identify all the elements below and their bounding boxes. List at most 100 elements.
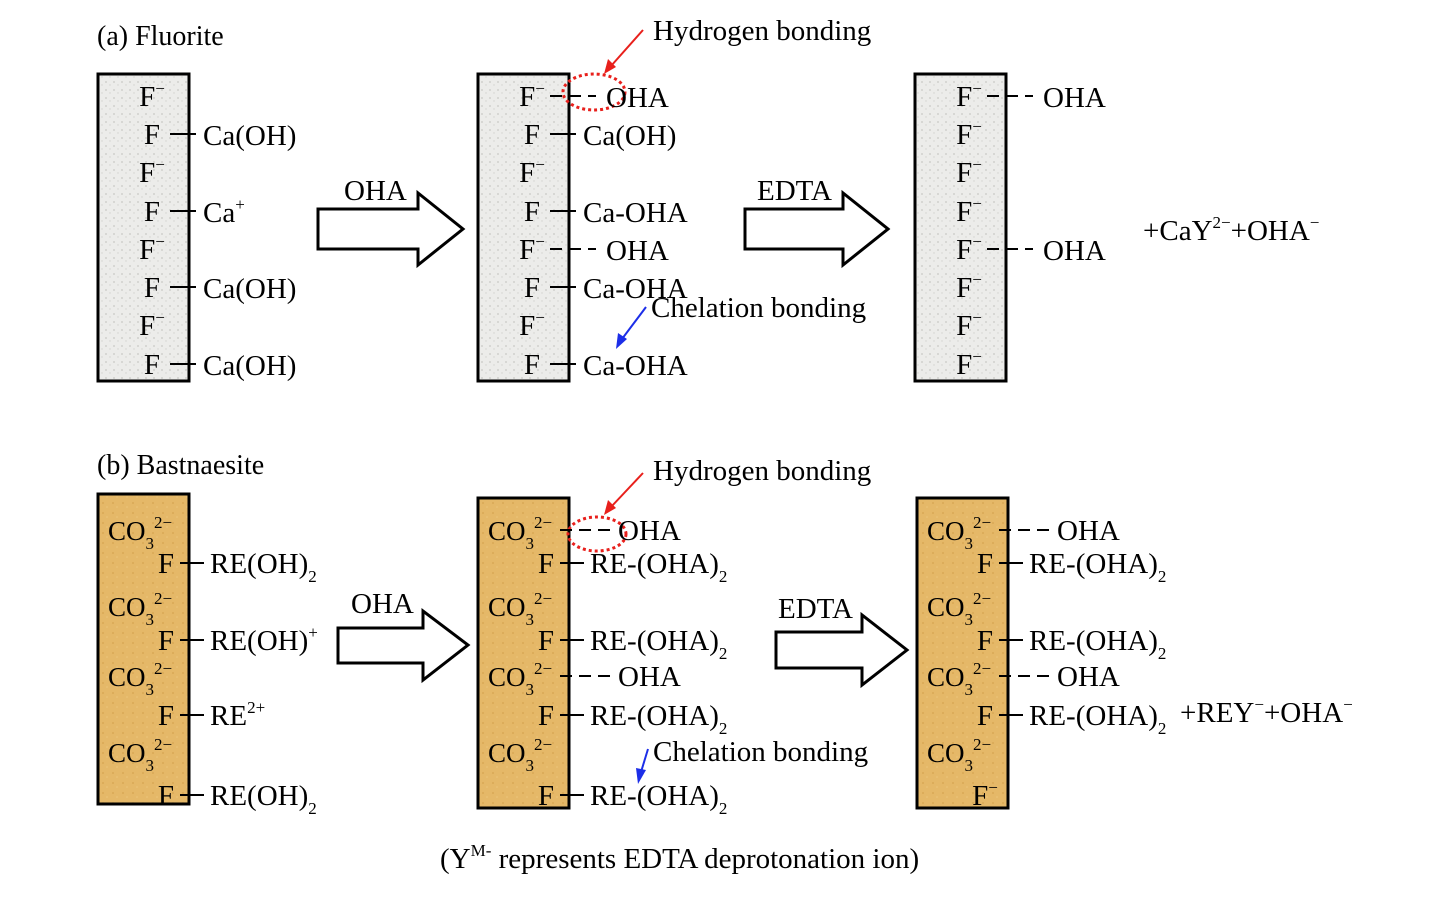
- fluorite-p3-ion-symbol-5: F: [956, 272, 972, 304]
- fluorite-oha-arrow-label: OHA: [344, 175, 407, 207]
- bast-p1-carbonate-base-6: CO: [108, 738, 146, 768]
- fluorite-p3-ion-1: F−: [956, 117, 982, 151]
- bast-p2-carbonate-0: CO32−: [488, 513, 552, 553]
- bast-p1-group-text-7: RE(OH): [210, 780, 308, 812]
- bast-p2-carbonate-sub-0: 3: [526, 534, 535, 553]
- fluorite-p1-group-text-5: Ca(OH): [203, 273, 296, 305]
- bast-p3-ion-symbol-5: F: [977, 700, 993, 732]
- bast-p1-carbonate-base-0: CO: [108, 516, 146, 546]
- footnote-open: (Y: [440, 843, 471, 875]
- bast-p3-carbonate-base-2: CO: [927, 592, 965, 622]
- bast-p3-ion-5: F: [977, 700, 993, 732]
- bast-p2-group-text-7: RE-(OHA): [590, 780, 719, 812]
- bast-p3-ion-symbol-1: F: [977, 548, 993, 580]
- fluorite-p3-ion-symbol-3: F: [956, 196, 972, 228]
- bastnaesite-hydrogen-bonding-label: Hydrogen bonding: [653, 455, 871, 487]
- bastnaesite-title: (b) Bastnaesite: [97, 450, 264, 481]
- bast-p3-carbonate-sub-4: 3: [965, 680, 974, 699]
- bast-p1-group-charge-5: 2+: [247, 698, 265, 717]
- fluorite-p3-ion-charge-5: −: [972, 270, 982, 289]
- fluorite-p3-ion-charge-6: −: [972, 308, 982, 327]
- fluorite-p2-group-text-1: Ca(OH): [583, 120, 676, 152]
- bast-p1-ion-symbol-5: F: [158, 700, 174, 732]
- bast-p3-group-sub-5: 2: [1158, 719, 1167, 738]
- fluorite-p2-group-7: Ca-OHA: [583, 350, 688, 382]
- fluorite-p1-ion-symbol-3: F: [144, 196, 160, 228]
- fluorite-p1-ion-charge-6: −: [155, 308, 165, 327]
- bast-p1-group-sub-1: 2: [308, 567, 317, 586]
- bast-p3-ion-1: F: [977, 548, 993, 580]
- bast-p2-carbonate-base-4: CO: [488, 662, 526, 692]
- fluorite-p2-ion-6: F−: [519, 308, 545, 342]
- fluorite-p3-ion-4: F−: [956, 232, 982, 266]
- bast-p2-carbonate-6: CO32−: [488, 735, 552, 775]
- fluorite-product-oha: +OHA: [1231, 215, 1310, 247]
- fluorite-p3-group-text-0: OHA: [1043, 82, 1106, 114]
- fluorite-product-caY-charge: 2−: [1213, 213, 1231, 232]
- bast-p3-carbonate-charge-4: 2−: [973, 659, 991, 678]
- bast-p2-carbonate-base-0: CO: [488, 516, 526, 546]
- fluorite-p1-group-text-1: Ca(OH): [203, 120, 296, 152]
- bast-p3-group-4: OHA: [1057, 661, 1120, 693]
- fluorite-chelation-arrow: [621, 306, 647, 340]
- fluorite-p1-group-text-3: Ca: [203, 197, 235, 229]
- bast-p1-carbonate-base-2: CO: [108, 592, 146, 622]
- bast-p3-group-text-3: RE-(OHA): [1029, 625, 1158, 657]
- fluorite-title: (a) Fluorite: [97, 21, 224, 52]
- bast-p3-group-0: OHA: [1057, 515, 1120, 547]
- fluorite-p1-ion-charge-4: −: [155, 232, 165, 251]
- bast-p1-ion-7: F: [158, 780, 174, 812]
- bast-p2-ion-5: F: [538, 700, 554, 732]
- fluorite-p3-ion-charge-3: −: [972, 194, 982, 213]
- bast-p2-group-text-5: RE-(OHA): [590, 700, 719, 732]
- bast-p3-group-text-1: RE-(OHA): [1029, 548, 1158, 580]
- fluorite-p1-ion-charge-0: −: [155, 79, 165, 98]
- bast-p1-group-3: RE(OH)+: [210, 623, 318, 657]
- bast-p3-carbonate-base-0: CO: [927, 516, 965, 546]
- bast-p2-ion-symbol-3: F: [538, 625, 554, 657]
- fluorite-p2-ion-symbol-3: F: [524, 196, 540, 228]
- fluorite-p3-ion-charge-7: −: [972, 347, 982, 366]
- bastnaesite-chelation-bonding-label: Chelation bonding: [653, 736, 868, 768]
- bast-p2-group-0: OHA: [618, 515, 681, 547]
- bast-p1-carbonate-charge-0: 2−: [154, 513, 172, 532]
- bast-p1-carbonate-charge-4: 2−: [154, 659, 172, 678]
- bast-p3-carbonate-base-6: CO: [927, 738, 965, 768]
- fluorite-p2-ion-symbol-4: F: [519, 234, 535, 266]
- bast-p2-carbonate-charge-6: 2−: [534, 735, 552, 754]
- fluorite-p1-ion-symbol-2: F: [139, 157, 155, 189]
- bast-p2-carbonate-sub-2: 3: [526, 610, 535, 629]
- fluorite-p1-ion-symbol-6: F: [139, 310, 155, 342]
- bast-p2-carbonate-sub-4: 3: [526, 680, 535, 699]
- bastnaesite-product-rey: +REY: [1180, 697, 1254, 729]
- fluorite-p2-ion-symbol-2: F: [519, 157, 535, 189]
- fluorite-p3-ion-7: F−: [956, 347, 982, 381]
- fluorite-p3-ion-symbol-6: F: [956, 310, 972, 342]
- fluorite-p3-ion-charge-4: −: [972, 232, 982, 251]
- fluorite-p1-ion-charge-2: −: [155, 155, 165, 174]
- fluorite-p1-ion-symbol-7: F: [144, 349, 160, 381]
- fluorite-oha-arrow: [316, 189, 466, 269]
- fluorite-hydrogen-ellipse: [561, 72, 627, 112]
- bastnaesite-product-oha: +OHA: [1264, 697, 1343, 729]
- bastnaesite-product: +REY−+OHA−: [1180, 695, 1353, 729]
- bast-p3-carbonate-sub-2: 3: [965, 610, 974, 629]
- bastnaesite-oha-arrow-label: OHA: [351, 588, 414, 620]
- bast-p3-carbonate-2: CO32−: [927, 589, 991, 629]
- bast-p1-group-5: RE2+: [210, 698, 265, 732]
- bastnaesite-product-rey-charge: −: [1254, 695, 1264, 714]
- bast-p3-group-text-4: OHA: [1057, 661, 1120, 693]
- bast-p3-group-1: RE-(OHA)2: [1029, 548, 1166, 586]
- bast-p1-carbonate-sub-0: 3: [146, 534, 155, 553]
- fluorite-p1-ion-3: F: [144, 196, 160, 228]
- fluorite-p1-ion-2: F−: [139, 155, 165, 189]
- bast-p2-group-3: RE-(OHA)2: [590, 625, 727, 663]
- bast-p1-group-1: RE(OH)2: [210, 548, 317, 586]
- fluorite-p2-group-0: OHA: [606, 82, 669, 114]
- fluorite-product: +CaY2−+OHA−: [1143, 213, 1319, 247]
- fluorite-p1-group-charge-3: +: [235, 195, 245, 214]
- fluorite-surface-oha: [476, 72, 571, 383]
- bast-p2-group-sub-3: 2: [719, 644, 728, 663]
- bast-p1-carbonate-6: CO32−: [108, 735, 172, 775]
